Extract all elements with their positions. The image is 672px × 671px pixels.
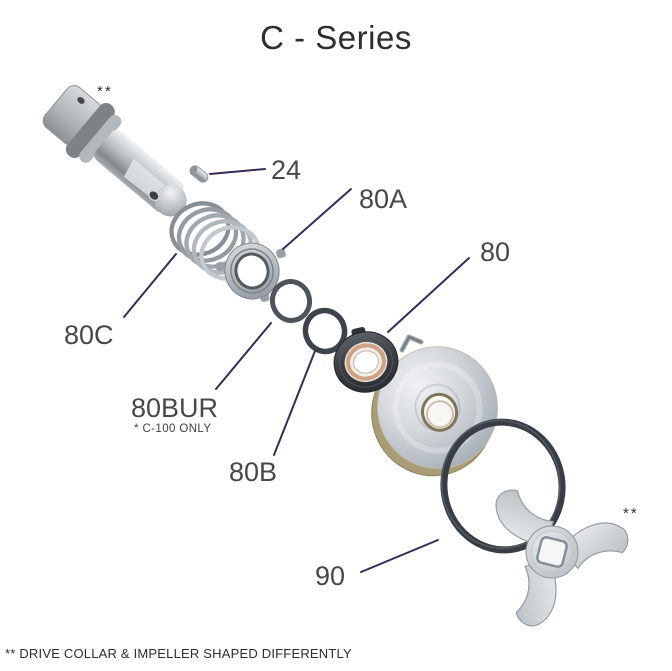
shaft-seal-illustration: [333, 326, 399, 393]
backup-ring-illustration: [269, 279, 313, 323]
callout-label-24: 24: [271, 155, 302, 185]
callout-label-80B: 80B: [229, 457, 278, 487]
callout-label-80C: 80C: [64, 320, 114, 350]
leader-line-80C: [123, 253, 177, 318]
leader-line-80: [387, 257, 470, 333]
callout-label-80BUR: 80BUR: [131, 393, 219, 423]
callout-note-c100-only: * C-100 ONLY: [134, 423, 212, 435]
callout-label-80: 80: [480, 237, 511, 267]
spring-illustration: [169, 201, 261, 281]
o-ring-illustration: [302, 307, 348, 355]
pin-illustration: [189, 165, 209, 183]
page-title: C - Series: [260, 19, 412, 56]
leader-line-80BUR: [215, 322, 272, 390]
leader-line-80B: [273, 350, 316, 456]
callout-label-90: 90: [315, 561, 346, 591]
callout-label-80A: 80A: [359, 184, 408, 214]
drive-key-illustration: [399, 334, 424, 353]
impeller-illustration: [487, 478, 631, 633]
drive-collar-footnote-marker: **: [97, 83, 113, 100]
leader-line-24: [209, 168, 266, 175]
drive-shaft-collar-illustration: [42, 85, 187, 217]
leader-line-80A: [282, 188, 352, 250]
footnote-text: ** DRIVE COLLAR & IMPELLER SHAPED DIFFER…: [5, 646, 352, 661]
impeller-footnote-marker: **: [623, 505, 639, 522]
leader-line-90: [360, 539, 439, 573]
casing-o-ring-illustration: [440, 418, 566, 554]
seal-ring-illustration: [215, 242, 286, 302]
